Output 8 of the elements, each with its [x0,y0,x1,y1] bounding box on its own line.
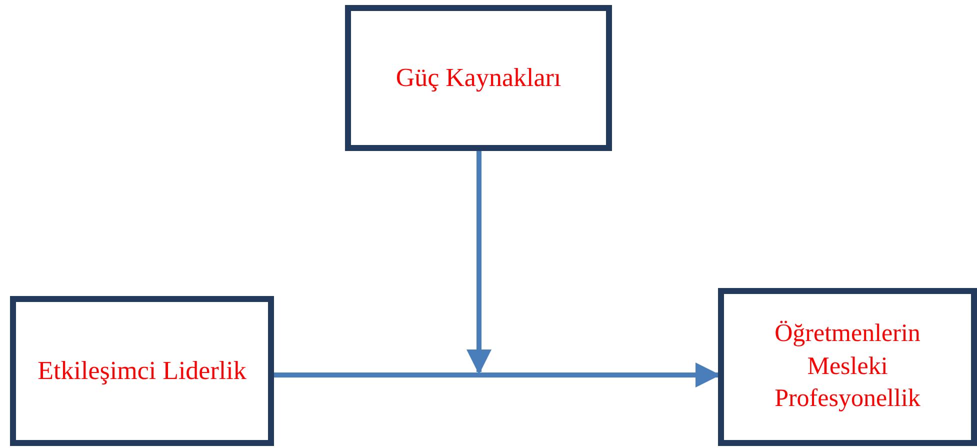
arrow [466,151,492,374]
box-label: Etkileşimci Liderlik [38,355,246,388]
box-label: Güç Kaynakları [396,62,562,94]
concept-box [345,5,612,151]
concept-box [718,288,977,446]
concept-box [10,296,274,446]
arrow [274,362,720,388]
box-label: Öğretmenlerin Mesleki Profesyonellik [774,319,922,414]
